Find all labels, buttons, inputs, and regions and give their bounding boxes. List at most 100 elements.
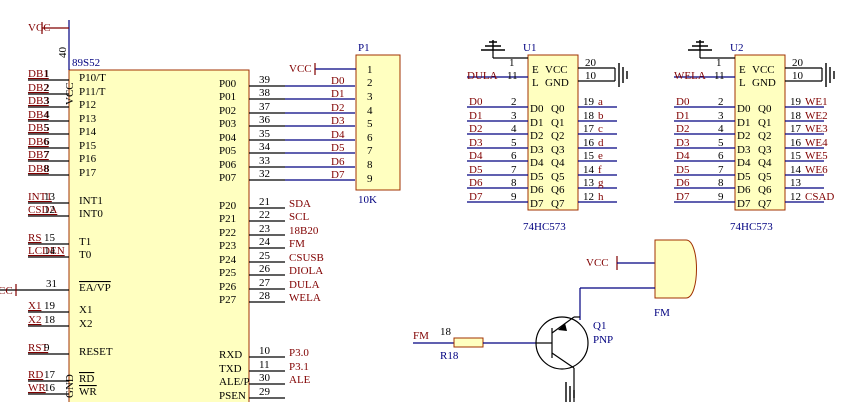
mcu-left-pin-num: 3 (44, 95, 50, 107)
mcu-right-pin-name: P00 (219, 78, 237, 90)
mcu-right-pin-name: P27 (219, 294, 237, 306)
mcu-right-pin-num: 27 (259, 277, 271, 289)
mcu-left-pin-name: T0 (79, 249, 92, 261)
latch-d-pin-name: D5 (737, 171, 751, 183)
mcu-vcc-pin-num: 40 (57, 47, 69, 59)
latch-d-pin-name: D1 (530, 117, 543, 129)
latch-q-pin-num: 14 (583, 164, 595, 176)
latch-q-net: g (598, 177, 604, 189)
latch-q-net: d (598, 137, 604, 149)
mcu-left-pin-name: P10/T (79, 72, 106, 84)
mcu-right-pin-num: 34 (259, 141, 271, 153)
latch-pin-name: GND (752, 77, 776, 89)
latch-d-pin-name: D2 (530, 130, 543, 142)
mcu-vcc-net: VCC (28, 22, 51, 34)
mcu-left-pin-num: 9 (44, 342, 50, 354)
mcu-right-pin-name: ALE/P (219, 376, 250, 388)
transistor-collector (551, 352, 575, 369)
latch-d-pin-num: 7 (718, 164, 724, 176)
mcu-right-pin-name: P23 (219, 240, 237, 252)
mcu-right-pin-name: P01 (219, 91, 236, 103)
mcu-left-net: DB3 (28, 95, 49, 107)
latch-designator: U1 (523, 42, 536, 54)
latch-d-pin-name: D4 (530, 157, 544, 169)
latch-pin-name: L (739, 77, 746, 89)
resistor-num: 18 (440, 326, 452, 338)
latch-d-pin-num: 3 (718, 110, 724, 122)
latch-d-pin-name: D7 (737, 198, 751, 210)
mcu-left-pin-num: 12 (44, 204, 55, 216)
latch-pin-name: VCC (752, 64, 775, 76)
latch-d-net: D1 (676, 110, 689, 122)
buzzer-in-net: FM (413, 330, 429, 342)
p1-designator: P1 (358, 42, 370, 54)
mcu-right-pin-num: 23 (259, 223, 271, 235)
latch-d-pin-name: D4 (737, 157, 751, 169)
latch-q-net: c (598, 123, 603, 135)
mcu-left-net: RST (28, 342, 48, 354)
mcu-left-pin-num: 4 (44, 109, 50, 121)
mcu-left-net: LCDEN (28, 245, 65, 257)
p1-pin-num: 1 (367, 64, 373, 76)
mcu-left-pin-num: 7 (44, 149, 50, 161)
mcu-right-pin-name: P26 (219, 281, 237, 293)
latch-d-pin-name: D6 (737, 184, 751, 196)
transistor-designator: Q1 (593, 320, 606, 332)
latch-body (734, 54, 786, 211)
mcu-left-pin-name: X1 (79, 304, 92, 316)
latch-q-pin-name: Q3 (758, 144, 772, 156)
mcu-right-pin-num: 36 (259, 114, 271, 126)
resistor-designator: R18 (440, 350, 459, 362)
latch-d-pin-name: D0 (530, 103, 544, 115)
latch-pin-num: 20 (792, 57, 804, 69)
latch-d-net: D7 (469, 191, 483, 203)
latch-pin-name: VCC (545, 64, 568, 76)
mcu-left-pin-num: 16 (44, 382, 56, 394)
mcu-right-pin-name: P25 (219, 267, 237, 279)
latch-d-net: D4 (676, 150, 690, 162)
p1-vcc-net: VCC (289, 63, 312, 75)
latch-d-pin-name: D6 (530, 184, 544, 196)
latch-part: 74HC573 (730, 221, 773, 233)
latch-d-net: D6 (469, 177, 483, 189)
mcu-left-pin-name: P16 (79, 153, 97, 165)
latch-q-net: WE2 (805, 110, 828, 122)
mcu-right-pin-name: P02 (219, 105, 236, 117)
mcu-right-net: DIOLA (289, 265, 323, 277)
latch-d-pin-num: 6 (511, 150, 517, 162)
latch-q-pin-name: Q7 (551, 198, 565, 210)
latch-q-pin-num: 17 (583, 123, 595, 135)
latch-d-pin-num: 5 (511, 137, 517, 149)
mcu-right-pin-name: P20 (219, 200, 237, 212)
latch-pin-num: 11 (714, 70, 725, 82)
mcu-left-pin-name: INT0 (79, 208, 103, 220)
mcu-right-net: ALE (289, 374, 311, 386)
latch-d-pin-num: 8 (511, 177, 517, 189)
mcu-left-pin-name: P17 (79, 167, 97, 179)
latch-q-pin-num: 19 (583, 96, 595, 108)
mcu-right-net: D1 (331, 88, 344, 100)
latch-q-pin-name: Q3 (551, 144, 565, 156)
p1-value: 10K (358, 194, 377, 206)
p1-body (355, 54, 401, 191)
latch-q-pin-name: Q4 (551, 157, 565, 169)
mcu-right-pin-num: 37 (259, 101, 271, 113)
mcu-designator: 89S52 (72, 57, 100, 69)
latch-pin-num: 1 (716, 57, 722, 69)
latch-q-pin-name: Q6 (551, 184, 565, 196)
latch-q-net: CSAD (805, 191, 834, 203)
mcu-right-pin-num: 39 (259, 74, 271, 86)
mcu-right-pin-name: P22 (219, 227, 236, 239)
latch-q-pin-num: 18 (790, 110, 802, 122)
mcu-left-pin-name: P12 (79, 99, 96, 111)
latch-d-net: D3 (469, 137, 483, 149)
latch-d-pin-name: D2 (737, 130, 750, 142)
ground-symbol (618, 63, 628, 87)
latch-body (527, 54, 579, 211)
latch-d-net: D1 (469, 110, 482, 122)
latch-q-pin-name: Q7 (758, 198, 772, 210)
mcu-right-net: D7 (331, 169, 345, 181)
mcu-right-net: DULA (289, 279, 320, 291)
